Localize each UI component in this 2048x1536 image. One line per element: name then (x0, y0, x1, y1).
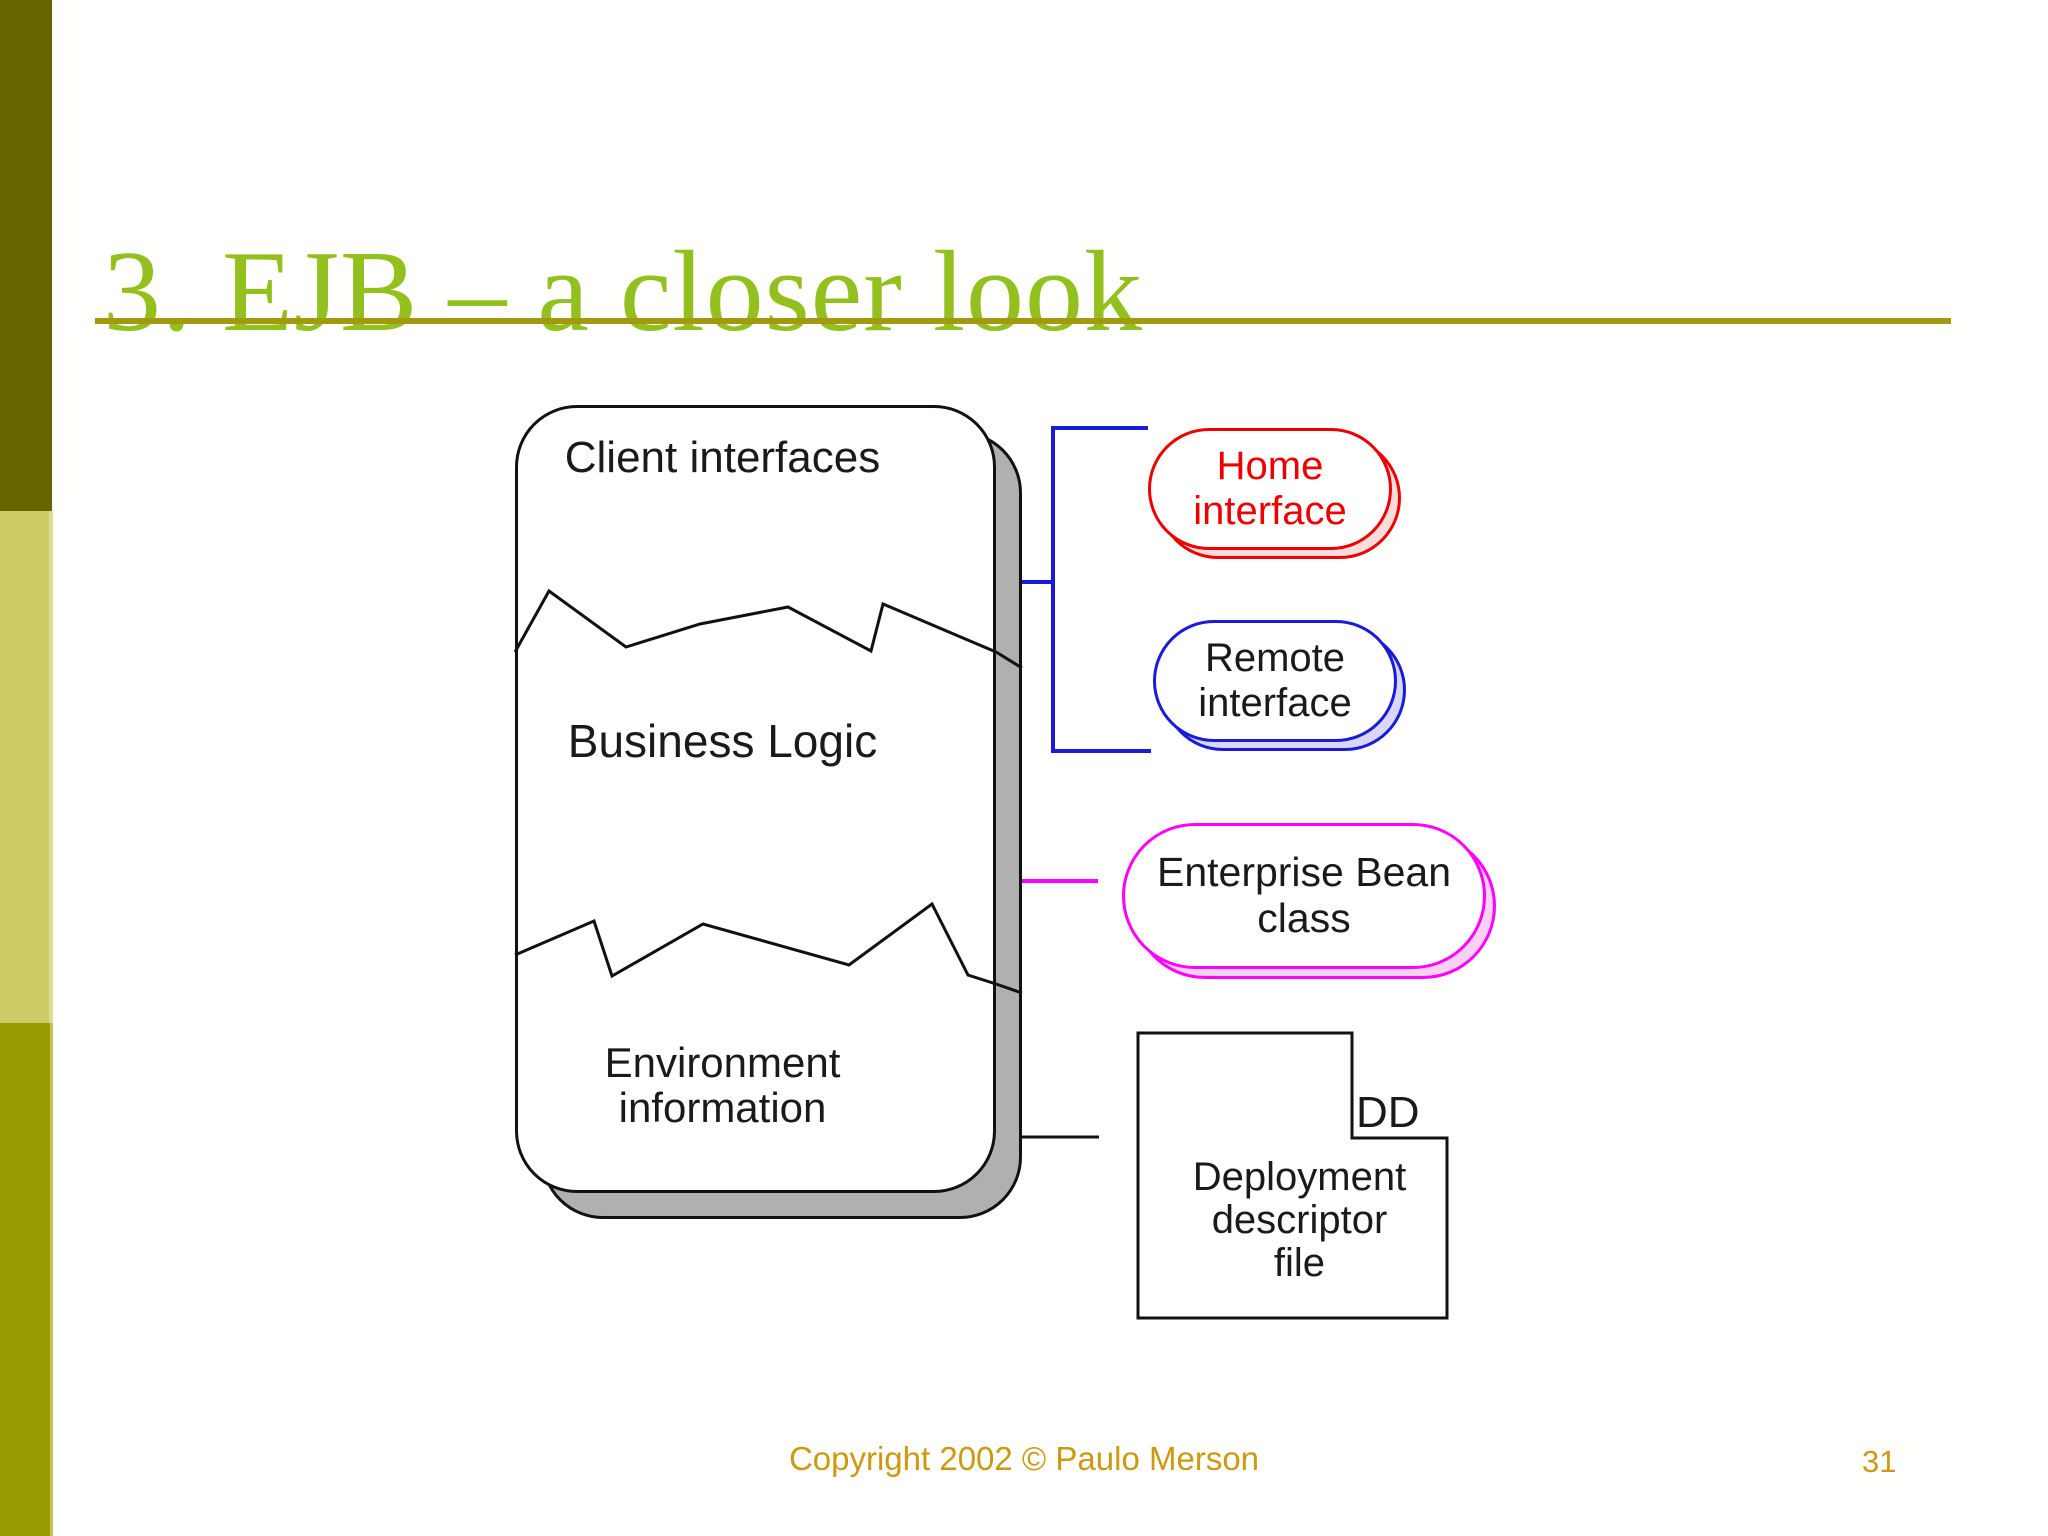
environment-line-1: Environment (604, 1039, 841, 1086)
bean-section-environment-information: Environment information (515, 1040, 996, 1131)
node-remote-interface: Remote interface (1153, 620, 1397, 742)
bean-box (515, 405, 996, 1193)
sidebar-band-top (0, 0, 52, 511)
sidebar-band-bottom (0, 1023, 53, 1536)
bean-section-client-interfaces: Client interfaces (564, 433, 881, 482)
home-interface-line-1: Home (1216, 444, 1324, 489)
environment-line-2: information (618, 1084, 827, 1132)
dd-label-line-3: file (1273, 1240, 1326, 1285)
home-interface-line-2: interface (1193, 489, 1347, 533)
enterprise-bean-line-2: class (1257, 895, 1351, 941)
copyright-text: Copyright 2002 © Paulo Merson (788, 1440, 1260, 1477)
dd-badge: DD (1356, 1088, 1420, 1137)
dd-label-line-2: descriptor (1211, 1197, 1388, 1242)
title-underline (95, 318, 1951, 324)
bracket-blue-connector (1022, 426, 1151, 753)
remote-interface-line-2: interface (1198, 681, 1352, 725)
page-title: 3. EJB – a closer look (103, 227, 1144, 356)
node-enterprise-bean-class: Enterprise Bean class (1122, 823, 1486, 969)
node-home-interface: Home interface (1148, 428, 1392, 550)
remote-interface-line-1: Remote (1204, 636, 1346, 681)
dd-label-line-1: Deployment (1192, 1155, 1407, 1199)
page-number: 31 (1862, 1444, 1897, 1479)
dd-file-label: Deployment descriptor file (1138, 1156, 1447, 1284)
bean-section-business-logic: Business Logic (567, 715, 878, 767)
enterprise-bean-line-1: Enterprise Bean (1156, 849, 1451, 896)
sidebar-band-middle (0, 511, 53, 1023)
